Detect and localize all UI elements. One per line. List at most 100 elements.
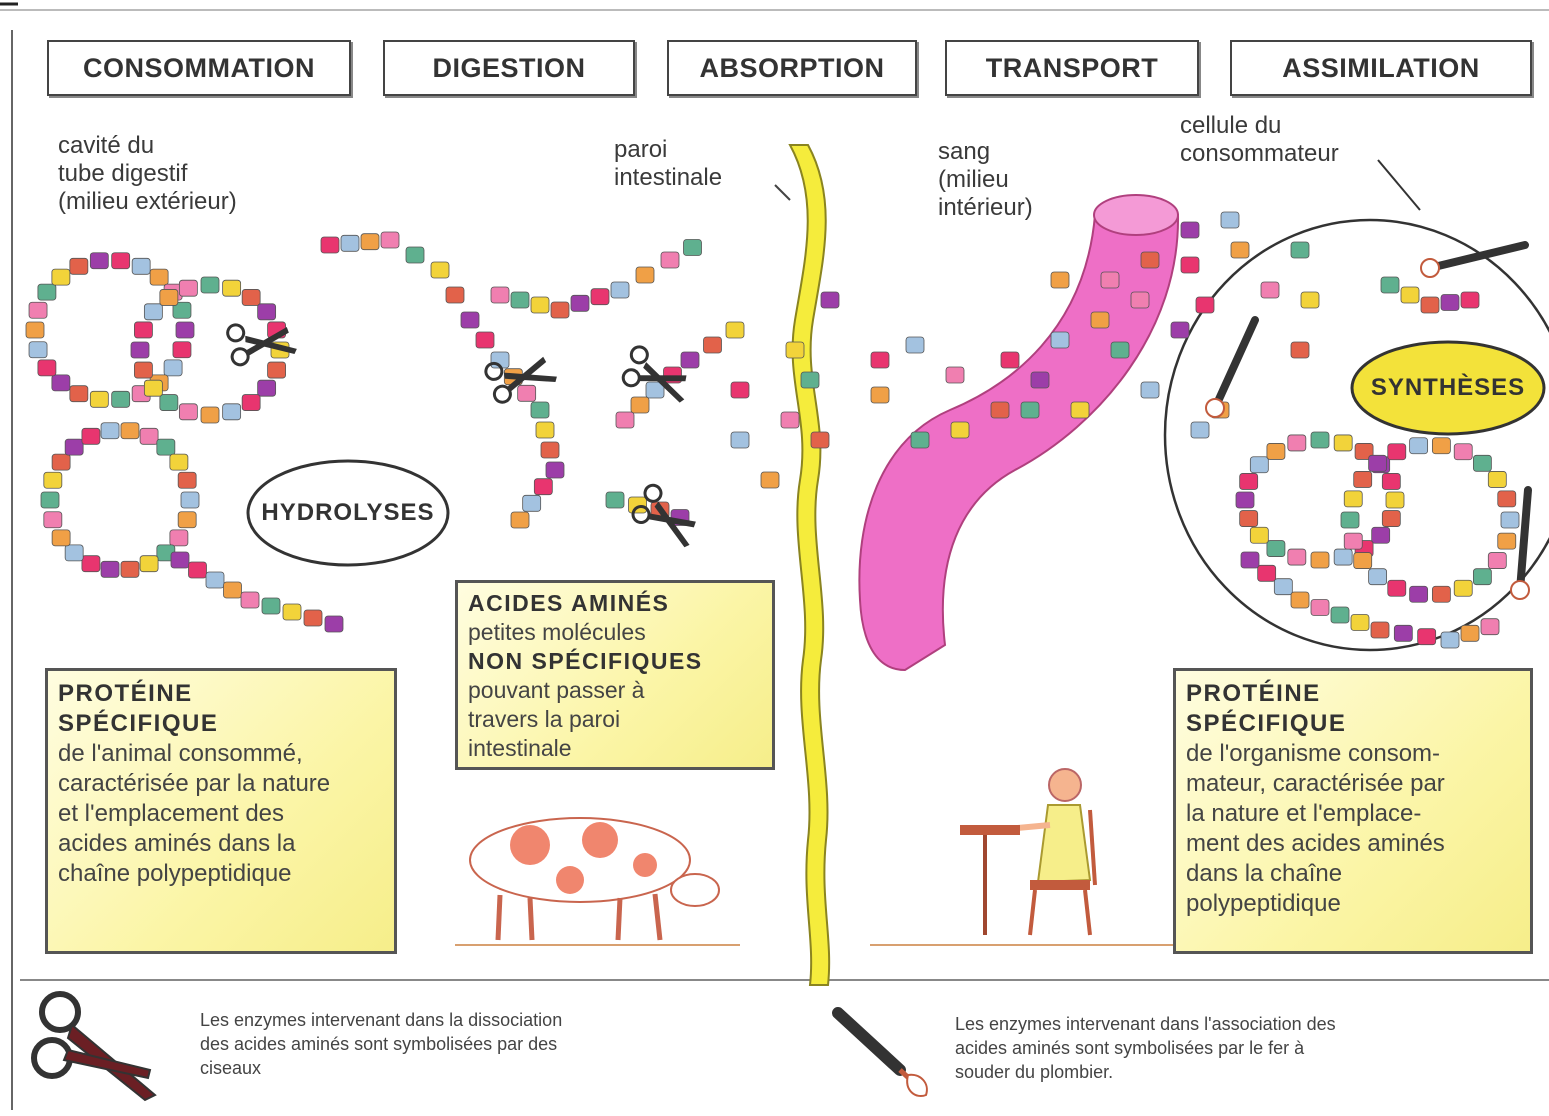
free-amino-acid-bead [786, 342, 804, 358]
peptide-chain-bead [531, 297, 549, 313]
free-amino-acid-bead [1051, 272, 1069, 288]
free-amino-acid-bead [1141, 382, 1159, 398]
new-protein-bead [1401, 287, 1419, 303]
new-protein-bead [1334, 435, 1352, 451]
stage-assimilation: ASSIMILATION [1230, 40, 1532, 96]
blood-vessel [859, 215, 1178, 670]
protein-chain-bead [144, 304, 162, 320]
protein-chain-bead [44, 512, 62, 528]
free-amino-acid-bead [1141, 252, 1159, 268]
peptide-chain-bead [541, 442, 559, 458]
free-amino-acid-bead [911, 432, 929, 448]
legend-scissors-icon [20, 990, 160, 1110]
new-protein-bead [1382, 511, 1400, 527]
protein-chain-bead [44, 472, 62, 488]
protein-chain-bead [170, 454, 188, 470]
protein-chain-bead [52, 375, 70, 391]
new-protein-bead [1388, 580, 1406, 596]
free-amino-acid-bead [1091, 312, 1109, 328]
peptide-chain-bead [518, 385, 536, 401]
free-amino-acid-bead [906, 337, 924, 353]
protein-chain-bead [304, 610, 322, 626]
protein-chain-bead [121, 423, 139, 439]
new-protein-bead [1488, 553, 1506, 569]
free-amino-acid-bead [1021, 402, 1039, 418]
cell-pointer [1378, 160, 1420, 210]
protein-chain-bead [38, 284, 56, 300]
peptide-chain-bead [361, 234, 379, 250]
new-protein-bead [1498, 533, 1516, 549]
peptide-chain-bead [704, 337, 722, 353]
new-protein-bead [1311, 600, 1329, 616]
new-protein-bead [1488, 471, 1506, 487]
new-protein-bead [1369, 569, 1387, 585]
protein-chain-bead [121, 561, 139, 577]
protein-chain-bead [224, 582, 242, 598]
protein-chain-bead [241, 592, 259, 608]
cow-icon [455, 818, 740, 945]
protein-chain-bead [157, 439, 175, 455]
free-amino-acid-bead [1001, 352, 1019, 368]
peptide-chain-bead [551, 302, 569, 318]
new-protein-bead [1418, 629, 1436, 645]
new-protein-bead [1291, 592, 1309, 608]
protein-chain-bead [223, 404, 241, 420]
new-protein-bead [1351, 615, 1369, 631]
new-protein-bead [1441, 632, 1459, 648]
protein-chain-bead [132, 258, 150, 274]
new-protein-bead [1501, 512, 1519, 528]
free-amino-acid-bead [1171, 322, 1189, 338]
wall-pointer [775, 185, 790, 200]
new-protein-bead [1461, 625, 1479, 641]
new-protein-bead [1388, 444, 1406, 460]
stage-digestion: DIGESTION [383, 40, 635, 96]
wall-label: paroiintestinale [614, 136, 722, 192]
peptide-chain-bead [536, 422, 554, 438]
peptide-chain-bead [381, 232, 399, 248]
peptide-chain-bead [491, 287, 509, 303]
free-amino-acid-bead [1196, 297, 1214, 313]
peptide-chain-bead [321, 237, 339, 253]
free-amino-acid-bead [1181, 222, 1199, 238]
new-protein-bead [1344, 491, 1362, 507]
new-protein-bead [1241, 552, 1259, 568]
peptide-chain-bead [341, 235, 359, 251]
new-protein-bead [1371, 622, 1389, 638]
new-protein-bead [1441, 295, 1459, 311]
peptide-chain-bead [546, 462, 564, 478]
new-protein-bead [1410, 438, 1428, 454]
free-amino-acid-bead [1101, 272, 1119, 288]
legend-soldering-iron-icon [830, 995, 940, 1105]
protein-chain-bead [258, 380, 276, 396]
consumer-cell [1165, 220, 1549, 650]
new-protein-bead [1369, 455, 1387, 471]
protein-chain-bead [65, 545, 83, 561]
protein-chain-bead [101, 561, 119, 577]
protein-left-box: PROTÉINE SPÉCIFIQUE de l'animal consommé… [45, 668, 397, 954]
new-protein-bead [1454, 444, 1472, 460]
free-amino-acid-bead [1181, 257, 1199, 273]
new-protein-bead [1288, 549, 1306, 565]
new-protein-bead [1240, 473, 1258, 489]
protein-chain-bead [101, 423, 119, 439]
new-protein-bead [1481, 619, 1499, 635]
new-protein-bead [1432, 586, 1450, 602]
protein-chain-bead [242, 289, 260, 305]
new-protein-bead [1421, 297, 1439, 313]
peptide-chain-bead [661, 252, 679, 268]
free-amino-acid-bead [801, 372, 819, 388]
protein-chain-bead [201, 407, 219, 423]
protein-chain-bead [325, 616, 343, 632]
protein-chain-bead [65, 439, 83, 455]
free-amino-acid-bead [1031, 372, 1049, 388]
new-protein-bead [1344, 533, 1362, 549]
new-protein-bead [1240, 511, 1258, 527]
protein-chain-bead [164, 360, 182, 376]
protein-chain-bead [173, 342, 191, 358]
protein-chain-bead [29, 342, 47, 358]
protein-chain-bead [131, 342, 149, 358]
new-protein-bead [1354, 471, 1372, 487]
amino-acids-box: ACIDES AMINÉS petites molécules NON SPÉC… [455, 580, 775, 770]
